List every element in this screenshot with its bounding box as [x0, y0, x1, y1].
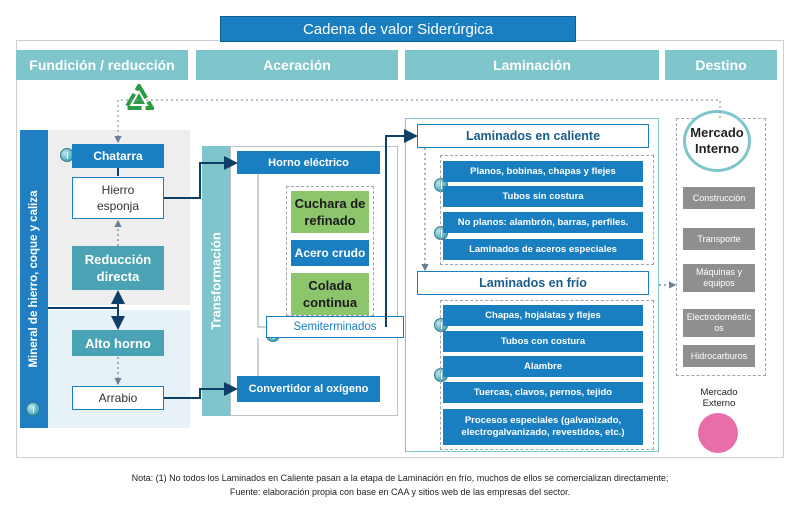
convertidor-box: Convertidor al oxígeno: [237, 376, 380, 402]
destino-item-1-label: Construcción: [692, 192, 746, 203]
mercado-externo-line2: Externo: [702, 398, 736, 409]
stage-header-aceracion: Aceración: [196, 50, 398, 80]
frio-dashed-frame: [440, 300, 654, 450]
colada-line2: continua: [302, 295, 358, 310]
caliente-item-2-label: Tubos sin costura: [502, 190, 584, 202]
destino-item-hidrocarburos: Hidrocarburos: [683, 345, 755, 367]
destino-item-5-label: Hidrocarburos: [690, 350, 748, 361]
refining-dashed-frame: [286, 186, 374, 316]
procesos-line1: Procesos especiales (galvanizado,: [464, 415, 622, 426]
frio-item-4: Tuercas, clavos, pernos, tejido: [443, 382, 643, 403]
mercado-externo-line1: Mercado: [700, 387, 738, 398]
destino-item-transporte: Transporte: [683, 228, 755, 250]
caliente-item-4: Laminados de aceros especiales: [443, 239, 643, 260]
alto-horno-label: Alto horno: [85, 335, 151, 351]
laminados-frio-header: Laminados en frío: [417, 271, 649, 295]
reduccion-directa-box: Reducción directa: [72, 246, 164, 290]
aceracion-frame: [230, 146, 398, 416]
alto-horno-box: Alto horno: [72, 330, 164, 356]
semiterminados-box: Semiterminados: [266, 316, 404, 338]
frio-item-4-label: Tuercas, clavos, pernos, tejido: [473, 386, 613, 398]
cuchara-line2: refinado: [304, 213, 356, 228]
destino-item-maquinas: Máquinas y equipos: [683, 264, 755, 292]
horno-electrico-label: Horno eléctrico: [268, 156, 349, 169]
mercado-externo-circle: [698, 413, 738, 453]
procesos-line2: electrogalvanizado, revestidos, etc.): [461, 427, 625, 438]
mercado-interno-circle: Mercado Interno: [683, 110, 751, 172]
frio-item-3-label: Alambre: [523, 360, 562, 372]
frio-item-2: Tubos con costura: [443, 331, 643, 352]
arrabio-box: Arrabio: [72, 386, 164, 410]
caliente-item-4-label: Laminados de aceros especiales: [469, 243, 617, 255]
mercado-interno-line2: Interno: [694, 141, 740, 156]
reduccion-line2: directa: [96, 269, 140, 284]
info-circle-icon: [26, 402, 40, 416]
laminacion-panel: [405, 118, 659, 452]
semiterminados-to-laminados-arrow: [385, 129, 418, 327]
colada-box: Colada continua: [291, 273, 369, 315]
caliente-item-1: Planos, bobinas, chapas y flejes: [443, 161, 643, 182]
acero-crudo-label: Acero crudo: [294, 246, 366, 260]
destino-item-electrodomesticos: Electrodoméstícos: [683, 309, 755, 337]
footnote: Nota: (1) No todos los Laminados en Cali…: [40, 472, 760, 484]
destino-item-3-label: Máquinas y equipos: [695, 267, 743, 288]
hierro-esponja-box: Hierro esponja: [72, 177, 164, 219]
colada-line1: Colada: [308, 278, 352, 293]
procesos-especiales-box: Procesos especiales (galvanizado, electr…: [443, 409, 643, 445]
convertidor-label: Convertidor al oxígeno: [248, 383, 369, 395]
destino-item-2-label: Transporte: [697, 233, 741, 244]
footnote-line2: Fuente: elaboración propia con base en C…: [229, 487, 571, 497]
frio-item-1-label: Chapas, hojalatas y flejes: [485, 309, 601, 321]
transformacion-bar: Transformación: [202, 146, 230, 416]
footnote-line1: Nota: (1) No todos los Laminados en Cali…: [131, 473, 669, 483]
frio-item-2-label: Tubos con costura: [500, 335, 586, 347]
frio-header-label: Laminados en frío: [479, 276, 587, 290]
cuchara-box: Cuchara de refinado: [291, 191, 369, 233]
caliente-item-2: Tubos sin costura: [443, 186, 643, 207]
hierro-to-horno-arrow: [164, 156, 238, 199]
stage-header-fundicion: Fundición / reducción: [16, 50, 188, 80]
semiterminados-label: Semiterminados: [293, 321, 377, 333]
horno-electrico-box: Horno eléctrico: [237, 151, 380, 174]
horno-to-semiterminados-line: [257, 174, 266, 328]
laminados-caliente-header: Laminados en caliente: [417, 124, 649, 148]
reduccion-line1: Reducción: [84, 252, 152, 267]
arrabio-label: Arrabio: [98, 391, 138, 405]
stage-header-destino: Destino: [665, 50, 777, 80]
frio-item-3: Alambre: [443, 356, 643, 377]
mineral-bar: Mineral de hierro, coque y caliza: [20, 130, 48, 428]
recycle-icon: [122, 82, 156, 110]
cuchara-line1: Cuchara de: [294, 196, 366, 211]
mercado-interno-line1: Mercado: [690, 125, 744, 140]
hierro-esponja-line1: Hierro: [101, 183, 135, 197]
stage-header-laminacion: Laminación: [405, 50, 659, 80]
chatarra-box: Chatarra: [72, 144, 164, 168]
caliente-header-label: Laminados en caliente: [465, 129, 601, 143]
chatarra-label: Chatarra: [93, 149, 143, 163]
destino-item-construccion: Construcción: [683, 187, 755, 209]
mercado-externo-label: Mercado Externo: [683, 386, 755, 410]
destino-item-4-label: Electrodoméstícos: [686, 312, 752, 333]
hierro-esponja-line2: esponja: [96, 199, 140, 213]
frio-item-1: Chapas, hojalatas y flejes: [443, 305, 643, 326]
caliente-dashed-frame: [440, 155, 654, 265]
caliente-item-1-label: Planos, bobinas, chapas y flejes: [470, 165, 616, 177]
recycle-connector: [114, 99, 721, 144]
arrabio-to-convertidor-arrow: [164, 382, 238, 399]
acero-crudo-box: Acero crudo: [291, 240, 369, 266]
diagram-title: Cadena de valor Siderúrgica: [220, 16, 576, 42]
caliente-item-3: No planos: alambrón, barras, perfiles.: [443, 212, 643, 233]
source-note: Fuente: elaboración propia con base en C…: [40, 486, 760, 498]
caliente-item-3-label: No planos: alambrón, barras, perfiles.: [457, 216, 629, 228]
